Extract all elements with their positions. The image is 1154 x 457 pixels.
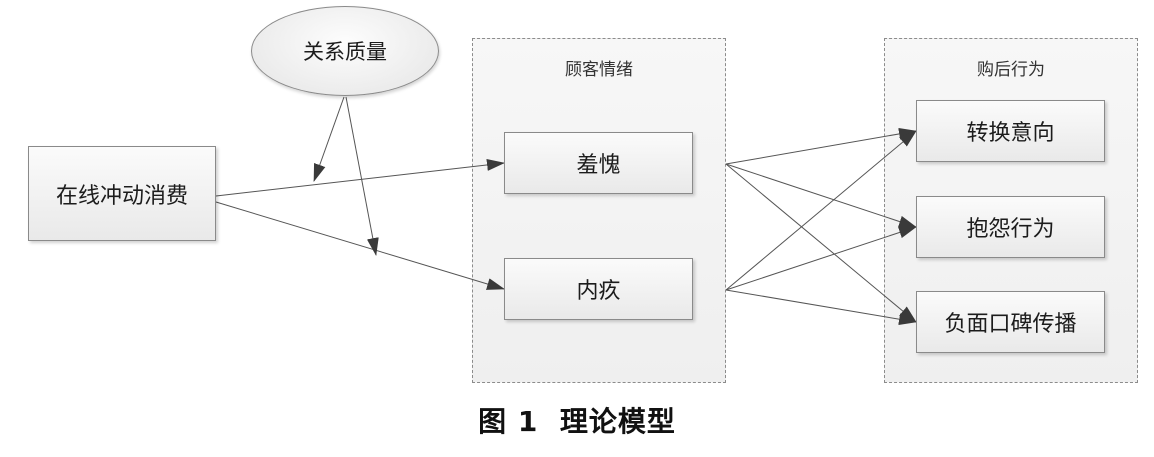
- arrow-shame-to-word-of-mouth: [725, 163, 917, 323]
- behavior-group-title: 购后行为: [977, 60, 1045, 80]
- moderator-ellipse: 关系质量: [251, 6, 439, 96]
- arrow-shame-to-complaint: [725, 163, 917, 228]
- arrow-guilt-to-complaint: [725, 226, 917, 291]
- arrow-guilt-to-switching: [725, 130, 917, 291]
- emotion-node-shame: 羞愧: [504, 132, 693, 194]
- source-label: 在线冲动消费: [55, 183, 188, 209]
- figure-caption: 图 1 理论模型: [0, 400, 1154, 440]
- arrow-source-to-shame: [215, 158, 505, 197]
- arrow-moderator-to-lower-path: [345, 96, 379, 256]
- figure-number: 图 1: [478, 405, 539, 438]
- behavior-node-word-of-mouth: 负面口碑传播: [916, 291, 1105, 353]
- emotion-label-guilt: 内疚: [576, 279, 621, 304]
- emotion-label-shame: 羞愧: [576, 153, 621, 178]
- source-node: 在线冲动消费: [28, 146, 216, 241]
- arrow-source-to-guilt: [215, 201, 505, 290]
- behavior-node-complaint: 抱怨行为: [916, 196, 1105, 258]
- figure-title: 理论模型: [559, 405, 676, 438]
- arrow-shame-to-switching: [725, 127, 917, 165]
- behavior-node-switching: 转换意向: [916, 100, 1105, 162]
- behavior-label-word-of-mouth: 负面口碑传播: [944, 312, 1077, 337]
- moderator-label: 关系质量: [303, 40, 387, 64]
- arrow-moderator-to-upper-path: [313, 96, 345, 182]
- emotion-node-guilt: 内疚: [504, 258, 693, 320]
- emotion-group-title: 顾客情绪: [565, 60, 633, 80]
- behavior-label-complaint: 抱怨行为: [966, 217, 1055, 242]
- arrow-guilt-to-word-of-mouth: [725, 289, 917, 326]
- behavior-label-switching: 转换意向: [966, 121, 1055, 146]
- emotion-group-box: 顾客情绪: [472, 38, 726, 383]
